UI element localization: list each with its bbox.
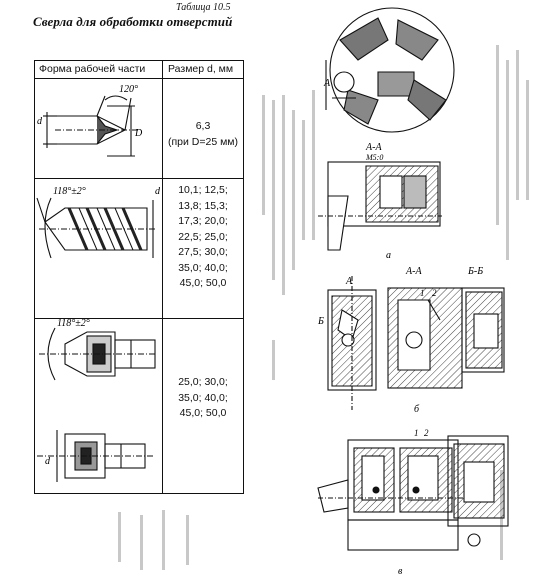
row2-size-line: 27,5; 30,0; [178,246,228,258]
spade-drill-drawing: 118°±2° d [37,318,157,482]
caption-b: б [414,404,420,415]
row3-size-line: 35,0; 40,0; [178,391,228,404]
row1-size-note: (при D=25 мм) [167,135,239,148]
header-size: Размер d, мм [168,63,234,75]
section-a-label: A-A [365,142,382,153]
caption-v: в [398,566,403,577]
row2-size-line: 13,8; 15,3; [178,199,228,212]
callout-1: 1 [420,288,425,298]
row2-size-line: 45,0; 50,0 [179,277,227,289]
twist-drill-drawing: 118°±2° d [36,186,161,259]
row2-size-line: 10,1; 12,5; [178,184,228,196]
section-aa-label: А-А [405,266,422,277]
callout-1b: 1 [414,428,419,438]
dim-D-label: D [134,128,143,139]
label-A: A [323,78,331,89]
dim-d-label: d [155,186,161,197]
row-divider-2 [35,318,243,319]
row3-size-line: 25,0; 30,0; [178,376,228,388]
row2-size-line: 35,0; 40,0; [178,261,228,274]
tool-holder-figures: A A-A M5:0 а Б А А-А Б-Б 1 2 б 1 2 в [317,7,509,577]
callout-2b: 2 [424,428,429,438]
row1-size-value: 6,3 [195,120,211,132]
scale-label: M5:0 [365,153,383,162]
row1-size: 6,3 (при D=25 мм) [163,119,243,150]
row2-sizes: 10,1; 12,5; 13,8; 15,3; 17,3; 20,0; 22,5… [163,183,243,292]
header-shape: Форма рабочей части [39,63,146,75]
dim-d-label: d [45,456,51,467]
row2-size-line: 17,3; 20,0; [178,215,228,227]
header-divider [35,78,243,79]
angle-label: 118°±2° [53,186,86,197]
page-title: Сверла для обработки отверстий [33,14,233,29]
angle-label: 120° [119,84,138,95]
label-A1: А [345,276,353,287]
angle-label: 118°±2° [57,318,90,329]
caption-a: а [386,250,391,261]
table-number: Таблица 10.5 [176,2,231,13]
callout-2: 2 [432,288,437,298]
center-drill-drawing: d D 120° [37,84,143,157]
row-divider-1 [35,178,243,179]
column-divider [162,61,163,493]
label-b-section: Б [317,316,324,327]
section-bb-label: Б-Б [467,266,483,277]
row3-size-line: 45,0; 50,0 [179,407,227,419]
dim-d-label: d [37,116,43,127]
drill-table: Форма рабочей части Размер d, мм 6,3 (пр… [34,60,244,494]
row2-size-line: 22,5; 25,0; [178,230,228,243]
row3-sizes: 25,0; 30,0; 35,0; 40,0; 45,0; 50,0 [163,375,243,422]
